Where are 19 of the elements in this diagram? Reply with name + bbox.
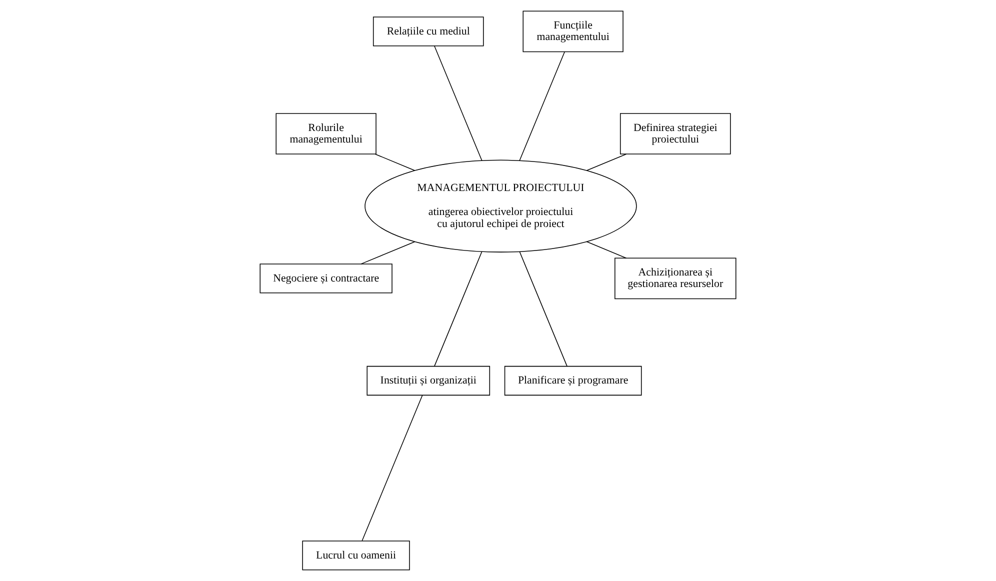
connector	[519, 52, 565, 162]
node-box: Negociere și contractare	[260, 264, 392, 294]
node-box: Lucrul cu oamenii	[302, 540, 410, 570]
connector	[519, 251, 568, 367]
node-box: Rolurile managementului	[276, 113, 376, 154]
connector	[360, 241, 416, 264]
connector	[434, 251, 482, 367]
node-box: Definirea strategiei proiectului	[620, 113, 731, 154]
node-ellipse: MANAGEMENTUL PROIECTULUI atingerea obiectivelor proiectului cu ajutorul echipei de proiect	[364, 160, 637, 252]
node-box: Funcțiile managementului	[522, 10, 624, 52]
connector	[434, 46, 482, 162]
node-box: Relațiile cu mediul	[372, 16, 484, 46]
connector	[374, 154, 416, 171]
connector	[362, 394, 423, 542]
node-box: Instituții și organizații	[366, 366, 490, 396]
connector	[586, 154, 627, 171]
connector	[586, 241, 627, 258]
node-box: Planificare și programare	[504, 366, 642, 396]
node-box: Achiziționarea și gestionarea resurselor	[614, 258, 736, 300]
